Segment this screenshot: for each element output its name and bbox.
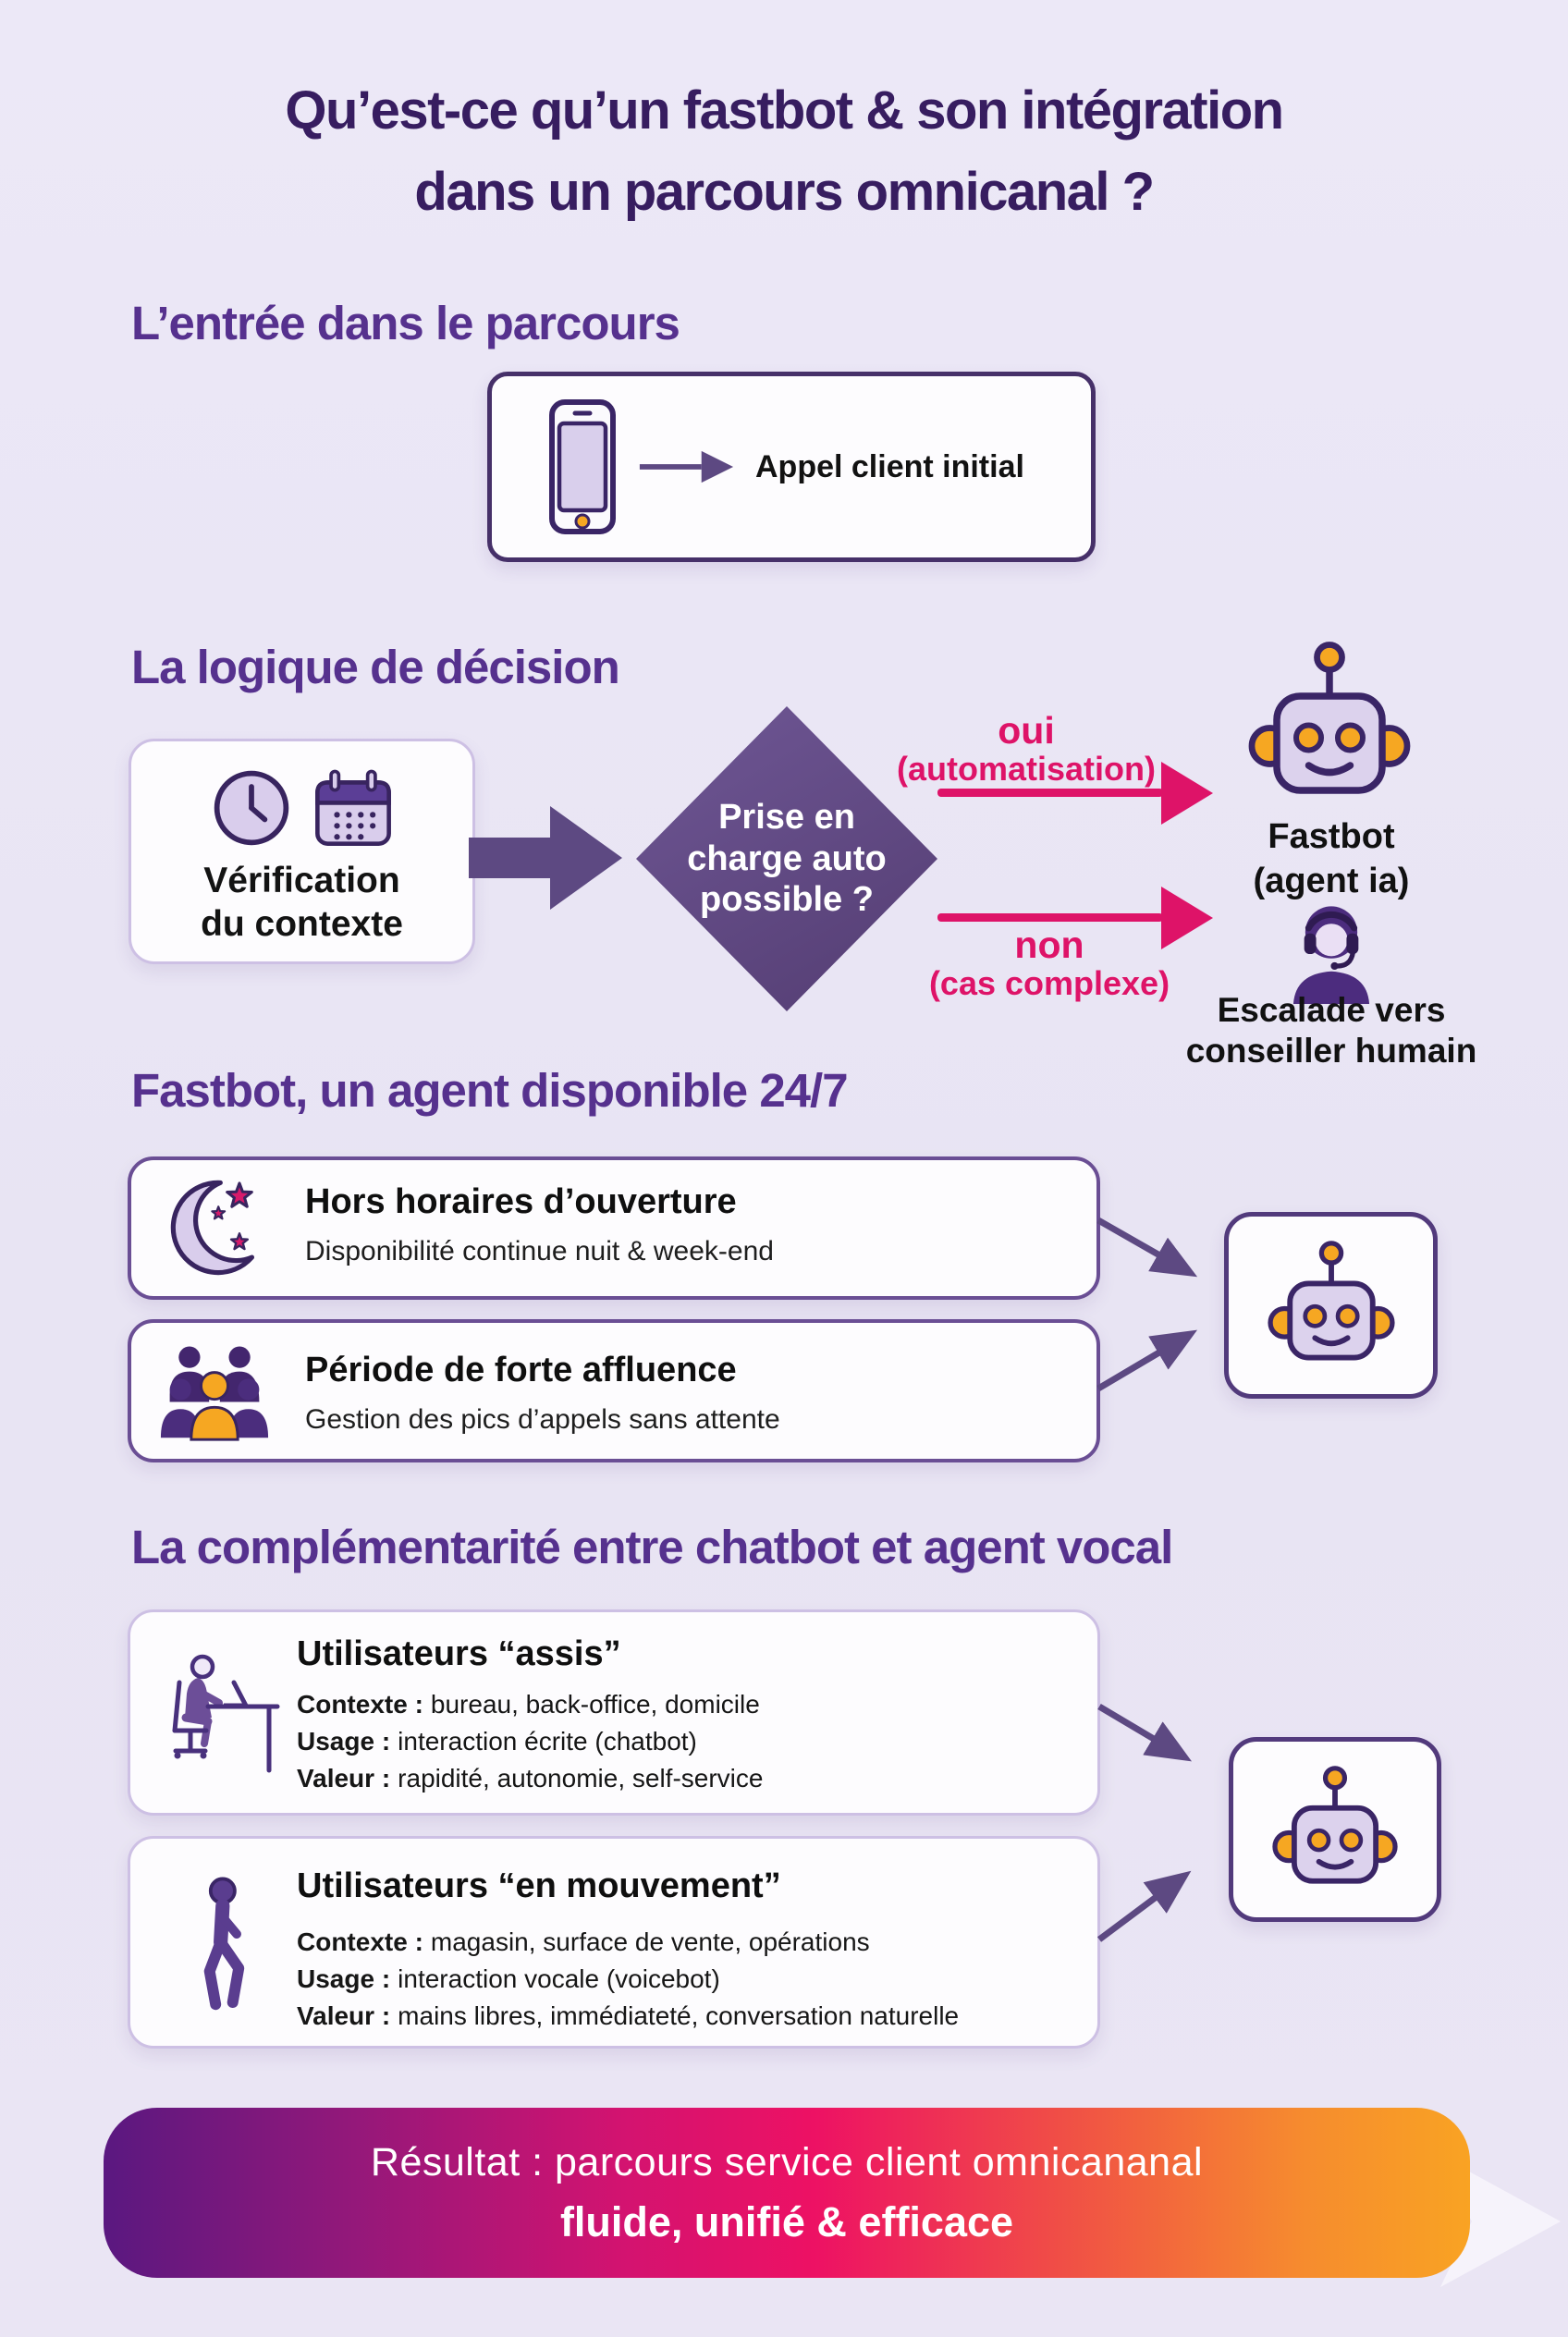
result-banner: Résultat : parcours service client omnic…: [104, 2108, 1470, 2278]
row-label: Usage :: [297, 1964, 391, 1993]
complementarity-robot-card: [1229, 1737, 1441, 1922]
moon-icon: [170, 1180, 255, 1276]
diamond-line3: possible ?: [700, 880, 874, 920]
row-label: Contexte :: [297, 1690, 423, 1719]
no-arrow-icon: [937, 913, 1163, 922]
yes-branch-label: oui: [998, 709, 1055, 752]
row-text: interaction écrite (chatbot): [398, 1727, 697, 1756]
page-title: Qu’est-ce qu’un fastbot & son intégratio…: [0, 70, 1568, 233]
moving-users-card: Utilisateurs “en mouvement” Contexte :ma…: [128, 1836, 1100, 2049]
result-banner-line1: Résultat : parcours service client omnic…: [370, 2139, 1204, 2184]
moving-users-row-valeur: Valeur :mains libres, immédiateté, conve…: [297, 2001, 959, 2031]
no-branch-sublabel: (cas complexe): [928, 964, 1170, 1002]
context-check-line1: Vérification: [203, 861, 400, 900]
availability-card-peak: Période de forte affluence Gestion des p…: [128, 1319, 1100, 1462]
no-branch-label: non: [1014, 924, 1084, 966]
entry-call-card: Appel client initial: [487, 372, 1096, 562]
availability-card-night-title: Hors horaires d’ouverture: [305, 1182, 737, 1221]
row-label: Contexte :: [297, 1927, 423, 1956]
row-label: Usage :: [297, 1727, 391, 1756]
row-text: interaction vocale (voicebot): [398, 1964, 720, 1993]
connector-arrow-icon: [1096, 1329, 1198, 1392]
fastbot-node-sublabel: (agent ia): [1253, 862, 1410, 900]
diamond-line1: Prise en: [718, 797, 855, 837]
moving-users-title: Utilisateurs “en mouvement”: [297, 1866, 781, 1905]
fastbot-node-label: Fastbot: [1268, 817, 1395, 856]
escalation-label-line2: conseiller humain: [1185, 1032, 1477, 1070]
section-heading-complementarity: La complémentarité entre chatbot et agen…: [131, 1521, 1173, 1573]
moving-users-row-usage: Usage :interaction vocale (voicebot): [297, 1964, 720, 1994]
availability-card-peak-title: Période de forte affluence: [305, 1351, 737, 1389]
decision-diamond-question: Prise en charge auto possible ?: [636, 706, 937, 1011]
row-text: magasin, surface de vente, opérations: [430, 1927, 870, 1956]
seated-users-title: Utilisateurs “assis”: [297, 1634, 621, 1673]
seated-users-row-valeur: Valeur :rapidité, autonomie, self-servic…: [297, 1764, 763, 1793]
seated-users-row-usage: Usage :interaction écrite (chatbot): [297, 1727, 697, 1756]
moving-users-row-contexte: Contexte :magasin, surface de vente, opé…: [297, 1927, 870, 1957]
arrow-right-icon: [639, 450, 734, 483]
escalation-label-line1: Escalade vers: [1217, 991, 1446, 1029]
availability-card-peak-subtitle: Gestion des pics d’appels sans attente: [305, 1404, 780, 1435]
seated-users-card: Utilisateurs “assis” Contexte :bureau, b…: [128, 1609, 1100, 1816]
seated-user-icon: [172, 1654, 280, 1773]
seated-users-row-contexte: Contexte :bureau, back-office, domicile: [297, 1690, 760, 1719]
yes-arrow-icon: [937, 789, 1163, 797]
flow-block-arrow-icon: [469, 806, 622, 910]
robot-icon: [1248, 642, 1411, 794]
context-check-icons: [131, 765, 472, 850]
row-label: Valeur :: [297, 2001, 391, 2030]
row-label: Valeur :: [297, 1764, 391, 1793]
calendar-icon: [314, 769, 391, 846]
diamond-line2: charge auto: [687, 838, 887, 878]
section-heading-entry: L’entrée dans le parcours: [131, 297, 680, 349]
walking-user-icon: [203, 1877, 245, 2011]
row-text: bureau, back-office, domicile: [430, 1690, 760, 1719]
page-title-line1: Qu’est-ce qu’un fastbot & son intégratio…: [285, 80, 1284, 141]
entry-call-label: Appel client initial: [755, 448, 1024, 484]
connector-arrow-icon: [1096, 1870, 1192, 1942]
smartphone-icon: [549, 399, 616, 534]
no-arrow-head-icon: [1161, 887, 1213, 949]
yes-branch-sublabel: (automatisation): [896, 750, 1156, 788]
context-check-line2: du contexte: [201, 903, 403, 944]
context-check-label: Vérification du contexte: [131, 860, 472, 947]
availability-robot-card: [1224, 1212, 1438, 1399]
availability-card-night-subtitle: Disponibilité continue nuit & week-end: [305, 1236, 774, 1266]
robot-icon: [1272, 1766, 1398, 1884]
row-text: mains libres, immédiateté, conversation …: [398, 2001, 960, 2030]
yes-arrow-head-icon: [1161, 762, 1213, 825]
result-banner-line2: fluide, unifié & efficace: [559, 2197, 1014, 2245]
robot-icon: [1267, 1241, 1395, 1361]
page-title-line2: dans un parcours omnicanal ?: [414, 162, 1155, 223]
crowd-icon: [160, 1346, 269, 1441]
row-text: rapidité, autonomie, self-service: [398, 1764, 764, 1793]
section-heading-availability: Fastbot, un agent disponible 24/7: [131, 1064, 849, 1117]
section-heading-decision: La logique de décision: [131, 641, 620, 693]
human-agent-icon: [1292, 906, 1370, 1004]
connector-arrow-icon: [1097, 1703, 1193, 1762]
availability-card-night: Hors horaires d’ouverture Disponibilité …: [128, 1156, 1100, 1300]
context-check-card: Vérification du contexte: [129, 739, 475, 964]
connector-arrow-icon: [1096, 1217, 1198, 1278]
clock-icon: [214, 770, 288, 846]
decision-diamond: Prise en charge auto possible ?: [636, 706, 937, 1011]
